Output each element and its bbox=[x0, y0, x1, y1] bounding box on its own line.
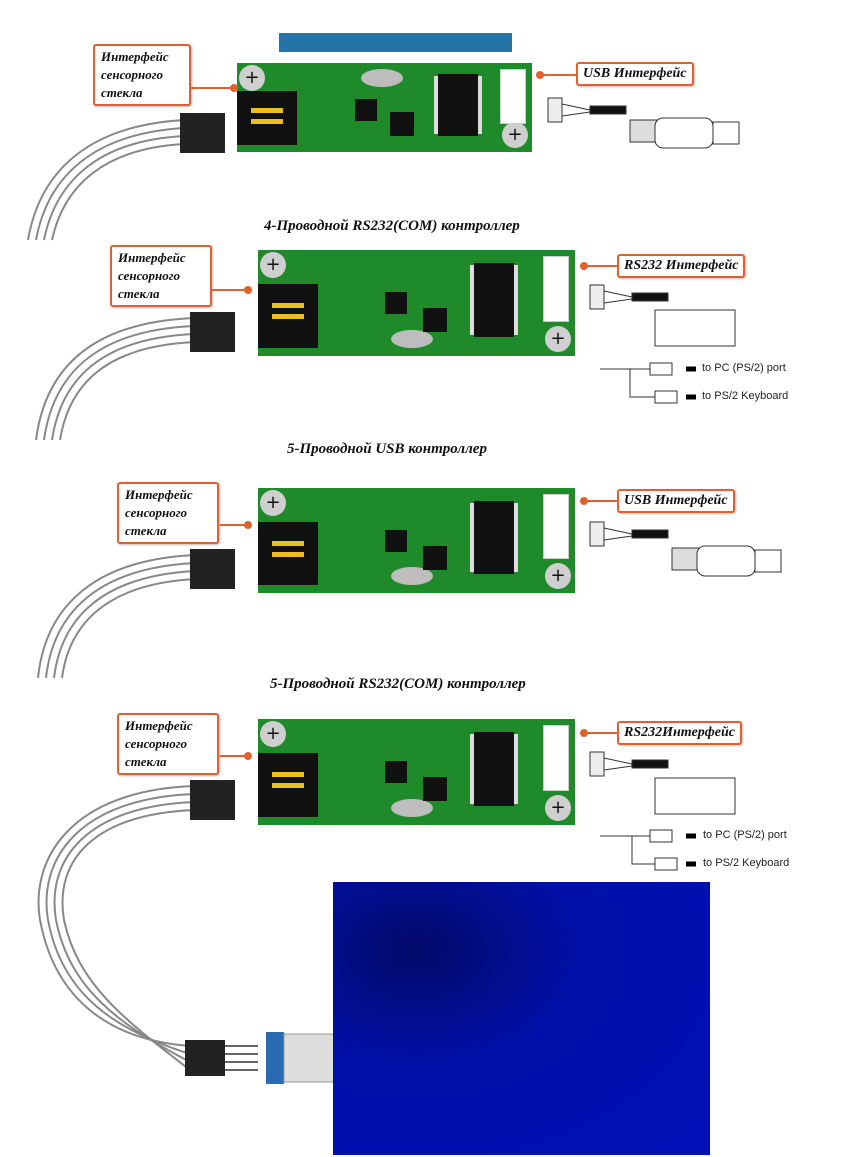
touch-interface-label-4: Интерфейс сенсорного стекла bbox=[117, 713, 219, 775]
output-connector bbox=[500, 69, 526, 125]
header-bar bbox=[279, 33, 512, 52]
ribbon-cable-3 bbox=[37, 554, 196, 679]
microcontroller-chip bbox=[473, 500, 514, 575]
touch-interface-label-1: Интерфейс сенсорного стекла bbox=[93, 44, 191, 106]
contact-pads bbox=[272, 772, 304, 788]
usb-cable-1 bbox=[547, 97, 740, 149]
ic-chip bbox=[422, 777, 447, 802]
contact-pads bbox=[272, 303, 304, 319]
microcontroller-chip bbox=[473, 731, 514, 806]
ps2-pc-port-label-2: to PC (PS/2) port bbox=[702, 362, 786, 374]
mounting-hole-icon: + bbox=[260, 252, 286, 278]
crystal-oval bbox=[391, 798, 434, 817]
touch-interface-label-2: Интерфейс сенсорного стекла bbox=[110, 245, 212, 307]
mounting-hole-icon: + bbox=[260, 721, 286, 747]
mounting-hole-icon: + bbox=[545, 563, 571, 589]
microcontroller-chip bbox=[473, 262, 514, 337]
output-connector bbox=[543, 256, 569, 322]
panel-pins bbox=[225, 1045, 258, 1071]
ic-chip bbox=[355, 98, 377, 121]
mounting-hole-icon: + bbox=[502, 122, 528, 148]
crystal-oval bbox=[391, 566, 434, 585]
mounting-hole-icon: + bbox=[260, 490, 286, 516]
ps2-keyboard-label-2: to PS/2 Keyboard bbox=[702, 390, 789, 402]
usb-cable-3 bbox=[589, 521, 782, 577]
interface-label-1: USB Интерфейс bbox=[576, 62, 694, 86]
ribbon-connectors bbox=[180, 113, 235, 1076]
ic-chip bbox=[390, 111, 415, 136]
contact-pads bbox=[272, 540, 304, 557]
section-title-2: 4-Проводной RS232(COM) контроллер bbox=[264, 218, 520, 234]
controller-board-2: ++ bbox=[258, 250, 575, 356]
contact-pads bbox=[251, 107, 283, 124]
section-title-4: 5-Проводной RS232(COM) контроллер bbox=[270, 676, 526, 692]
ps2-keyboard-label-4: to PS/2 Keyboard bbox=[703, 857, 790, 869]
ribbon-cable-4 bbox=[37, 785, 196, 1071]
ribbon-cable-2 bbox=[35, 317, 196, 441]
interface-label-3: USB Интерфейс bbox=[617, 489, 735, 513]
output-connector bbox=[543, 494, 569, 559]
touch-interface-label-3: Интерфейс сенсорного стекла bbox=[117, 482, 219, 544]
touch-panel bbox=[333, 882, 710, 1155]
ic-chip bbox=[422, 308, 447, 333]
ribbon-cable-1 bbox=[27, 119, 186, 241]
crystal-oval bbox=[391, 329, 434, 348]
rs232-cable-2 bbox=[589, 284, 736, 404]
touch-connector bbox=[237, 91, 297, 145]
mounting-hole-icon: + bbox=[545, 795, 571, 821]
fpc-tail bbox=[266, 1032, 335, 1084]
crystal-oval bbox=[360, 69, 403, 87]
section-title-3: 5-Проводной USB контроллер bbox=[287, 441, 487, 457]
mounting-hole-icon: + bbox=[239, 65, 265, 91]
controller-board-4: ++ bbox=[258, 719, 575, 825]
interface-label-4: RS232Интерфейс bbox=[617, 721, 742, 745]
controller-board-1: ++ bbox=[237, 63, 532, 152]
rs232-cable-4 bbox=[589, 751, 736, 871]
ps2-pc-port-label-4: to PC (PS/2) port bbox=[703, 829, 787, 841]
interface-label-2: RS232 Интерфейс bbox=[617, 254, 746, 278]
ic-chip bbox=[384, 530, 407, 552]
microcontroller-chip bbox=[437, 73, 478, 136]
mounting-hole-icon: + bbox=[545, 326, 571, 352]
output-connector bbox=[543, 725, 569, 791]
ic-chip bbox=[422, 545, 447, 570]
ic-chip bbox=[384, 292, 407, 315]
ic-chip bbox=[384, 761, 407, 784]
controller-board-3: ++ bbox=[258, 488, 575, 593]
